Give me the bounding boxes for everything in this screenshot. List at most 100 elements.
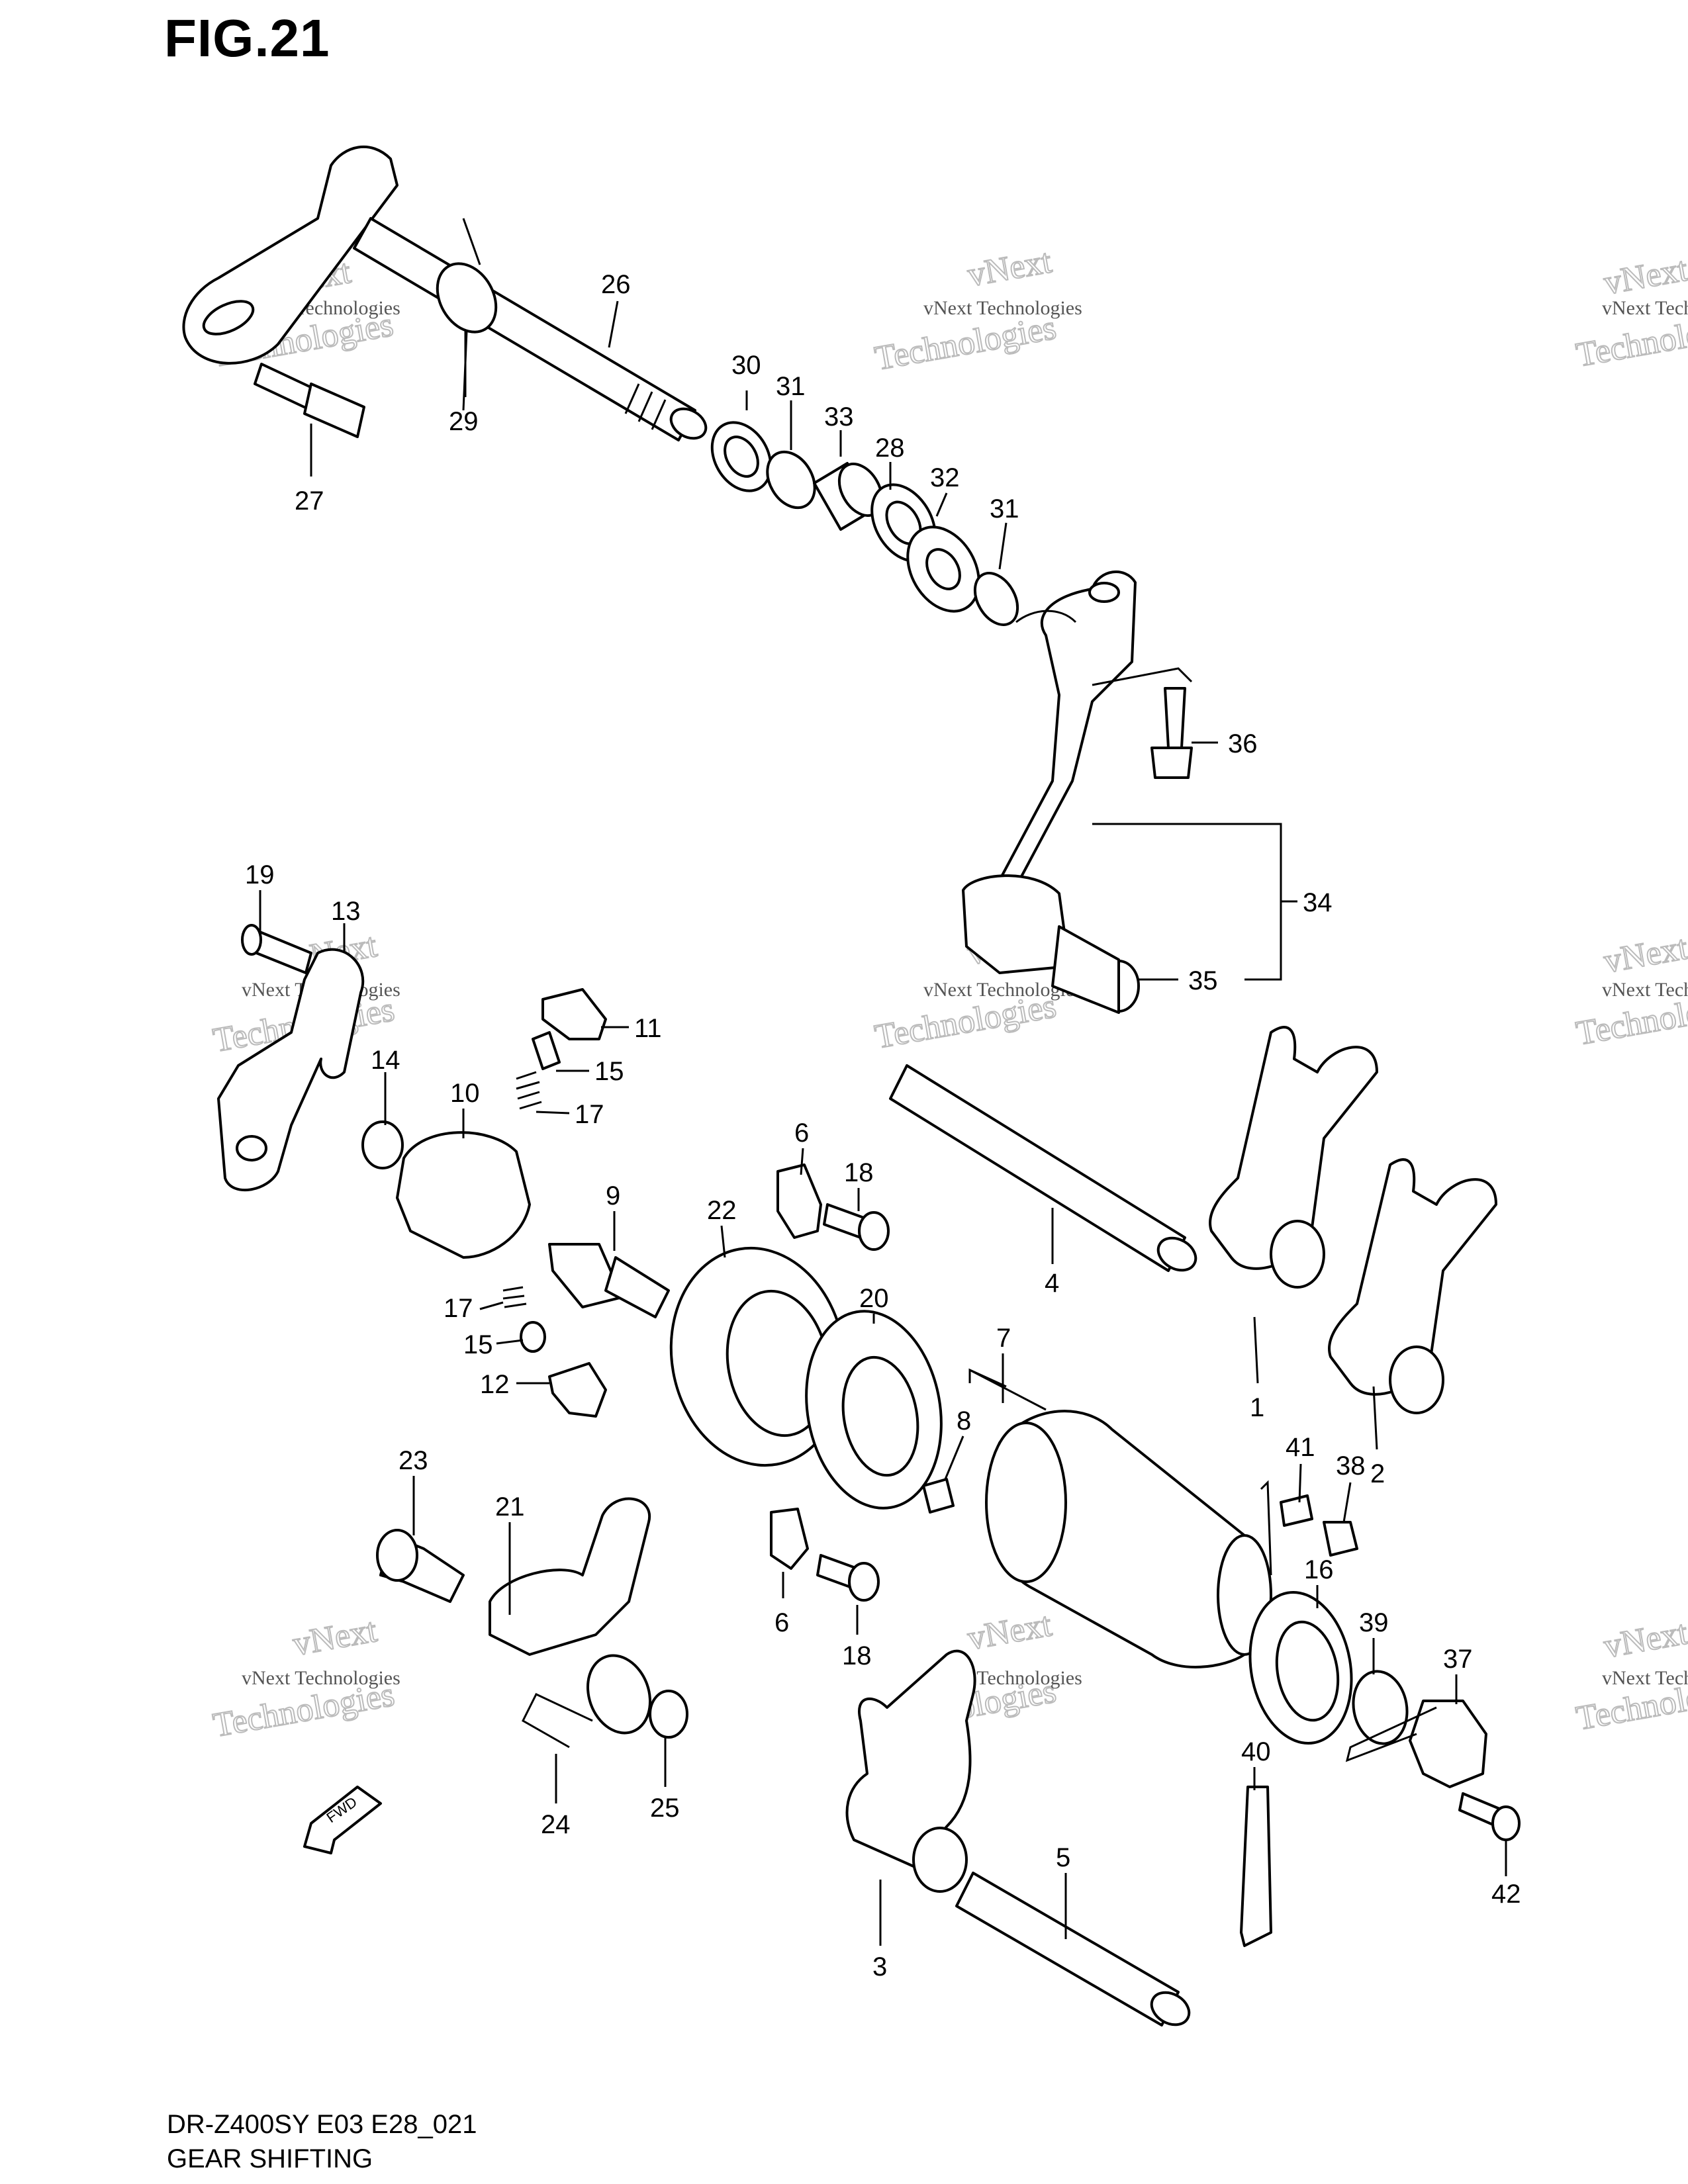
callout-31b: 31	[990, 494, 1019, 523]
callout-1: 1	[1250, 1393, 1264, 1422]
pawl-spring-b	[502, 1286, 527, 1308]
plate-screw-head	[241, 924, 262, 956]
callout-6: 6	[794, 1118, 809, 1148]
callout-26: 26	[601, 270, 631, 299]
cam-guide	[776, 1163, 822, 1239]
callout-25: 25	[650, 1794, 680, 1823]
return-spring	[436, 262, 498, 334]
wire-clamp	[1240, 1786, 1272, 1947]
lever-bolt	[1164, 687, 1186, 749]
callout-31: 31	[776, 372, 806, 401]
roller	[361, 1120, 404, 1169]
gearshift-cam-face	[985, 1422, 1067, 1583]
callout-27: 27	[295, 486, 324, 516]
shift-fork-1-boss	[1270, 1220, 1325, 1289]
callout-34: 34	[1303, 888, 1333, 917]
callout-3: 3	[872, 1952, 887, 1981]
lever-pivot	[1088, 582, 1120, 603]
callout-11: 11	[634, 1014, 662, 1043]
fork-shaft-5-end	[1150, 1991, 1191, 2026]
watermark-text: vNext Technologies	[1602, 297, 1688, 319]
o-ring	[1352, 1670, 1409, 1745]
cam-driven-gear-pin	[548, 1243, 624, 1308]
figure-title: FIG.21	[164, 9, 330, 68]
watermark-text: vNext Technologies	[242, 1667, 400, 1689]
watermark-technologies: Technologies	[872, 309, 1058, 378]
watermark-text: vNext Technologies	[923, 297, 1082, 319]
callout-2: 2	[1370, 1459, 1385, 1488]
callout-13: 13	[331, 897, 361, 926]
cam-driven-gear-bolt	[604, 1256, 670, 1318]
callout-30: 30	[731, 351, 761, 380]
pedal-rubber	[1051, 925, 1120, 1014]
part-number-labels: 26 27 29 30 31 33 28 32 31 36 34 35 19 1…	[245, 270, 1521, 1981]
callout-10: 10	[450, 1079, 480, 1108]
fwd-arrow: FWD	[303, 1786, 382, 1854]
pawl-spring	[516, 1071, 542, 1110]
watermark-vnext: vNext	[965, 242, 1055, 294]
circlip-31b	[973, 572, 1019, 626]
watermark-text: vNext Technologies	[1602, 1667, 1688, 1689]
neutral-switch	[1409, 1700, 1487, 1788]
callout-14: 14	[371, 1046, 400, 1075]
callout-32: 32	[930, 463, 960, 492]
callout-19: 19	[245, 860, 275, 889]
shaft-spline	[624, 383, 667, 430]
callout-40: 40	[1241, 1737, 1271, 1766]
fork-shaft-5	[955, 1872, 1180, 2026]
plate-hole	[236, 1135, 267, 1161]
shift-shaft	[353, 217, 696, 441]
callout-39: 39	[1359, 1608, 1389, 1637]
lever-bolt-head	[1150, 747, 1193, 779]
callout-15b: 15	[463, 1330, 493, 1359]
callout-7: 7	[996, 1324, 1011, 1353]
shaft-end	[669, 407, 708, 440]
callout-22: 22	[707, 1196, 737, 1225]
callout-6b: 6	[774, 1608, 789, 1637]
guide-screw-b-head	[848, 1562, 880, 1602]
cam-guide-b	[770, 1508, 809, 1570]
watermark-text: vNext Technologies	[1602, 979, 1688, 1001]
neutral-switch-pin	[1280, 1494, 1313, 1527]
bearing-inner	[841, 1355, 919, 1477]
cam-pin	[922, 1478, 955, 1514]
shift-fork-3-boss	[912, 1827, 968, 1893]
pawl-pin-b	[520, 1321, 546, 1353]
switch-bolt-head	[1491, 1805, 1521, 1841]
callout-29: 29	[449, 407, 479, 436]
callout-16: 16	[1304, 1555, 1334, 1584]
callout-5: 5	[1056, 1843, 1070, 1872]
watermark-vnext: vNext	[1601, 929, 1688, 980]
callout-12: 12	[480, 1370, 510, 1399]
callout-18: 18	[844, 1158, 874, 1187]
neutral-switch-wire	[1345, 1706, 1437, 1762]
guide-screw-head	[858, 1211, 890, 1251]
watermark-vnext: vNext	[1601, 1614, 1688, 1665]
callout-38: 38	[1336, 1451, 1366, 1480]
assembly-dash	[1260, 1480, 1272, 1576]
cam-stopper	[396, 1131, 531, 1259]
watermark-vnext: vNext	[965, 1606, 1055, 1657]
shift-arm-bolt-head	[376, 1529, 418, 1582]
washer-32-inner	[925, 548, 961, 590]
cam-bearing-inner	[1275, 1620, 1340, 1722]
pawl	[541, 988, 607, 1040]
callout-18b: 18	[842, 1641, 872, 1670]
watermark-vnext: vNext	[1601, 250, 1688, 302]
callout-23: 23	[399, 1446, 428, 1475]
diagram-title: GEAR SHIFTING	[167, 2144, 373, 2173]
gearshift-lever	[998, 570, 1137, 882]
callout-20: 20	[859, 1284, 889, 1313]
fork-shaft	[889, 1064, 1186, 1272]
gearshift-arm	[489, 1497, 651, 1656]
callout-17: 17	[575, 1100, 604, 1129]
lever-pedal-edge	[1015, 610, 1077, 623]
callout-24: 24	[541, 1810, 571, 1839]
circlip-31	[766, 450, 816, 510]
callout-9: 9	[606, 1181, 620, 1210]
callout-17b: 17	[444, 1294, 473, 1323]
washer-25	[649, 1690, 688, 1739]
callout-4: 4	[1045, 1269, 1059, 1298]
callout-41: 41	[1286, 1433, 1315, 1462]
shift-arm-spring	[586, 1654, 652, 1735]
